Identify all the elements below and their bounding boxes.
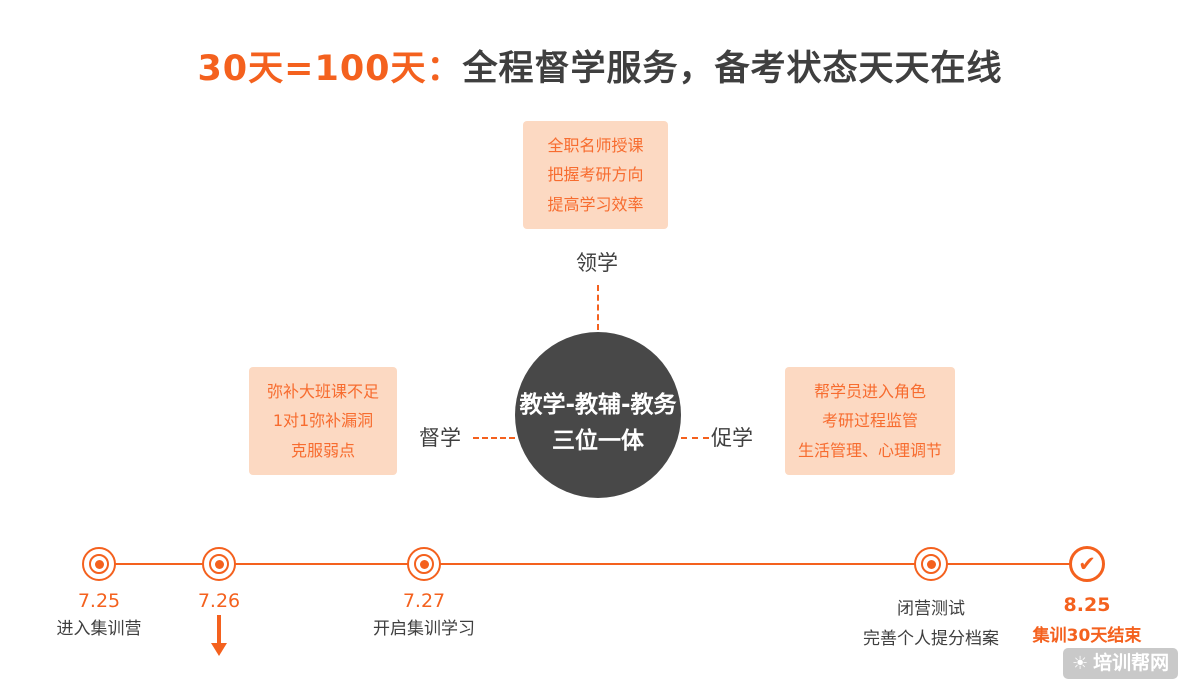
timeline-line [99, 563, 1087, 565]
timeline-node-bullseye [914, 547, 948, 581]
timeline-date: 8.25 [1063, 594, 1111, 616]
bullseye-dot [926, 559, 936, 569]
benefit-line: 1对1弥补漏洞 [272, 411, 374, 431]
timeline-node-bullseye [82, 547, 116, 581]
bullseye-dot [214, 559, 224, 569]
sun-face-icon: ☀ [1072, 652, 1089, 674]
timeline-date: 7.27 [402, 590, 446, 612]
timeline-date: 7.25 [77, 590, 121, 612]
branch-label-lingxue: 领学 [576, 251, 618, 275]
connector-left-dashed-line [473, 437, 515, 439]
center-circle-line1: 教学-教辅-教务 [519, 392, 677, 419]
arrow-shaft [217, 615, 221, 645]
benefit-line: 考研过程监管 [821, 411, 918, 431]
bullseye-ring [921, 554, 941, 574]
timeline-date: 7.26 [197, 590, 241, 612]
bullseye-dot [94, 559, 104, 569]
timeline-label: 闭营测试 [897, 599, 965, 619]
bullseye-dot [419, 559, 429, 569]
title-rest: 全程督学服务，备考状态天天在线 [462, 49, 1003, 89]
benefit-line: 克服弱点 [290, 440, 355, 460]
timeline-node-check-icon: ✔ [1069, 546, 1105, 582]
timeline-label: 集训30天结束 [1032, 626, 1142, 646]
timeline-node-bullseye [407, 547, 441, 581]
center-circle-line2: 三位一体 [552, 428, 644, 454]
page-title: 30天=100天：全程督学服务，备考状态天天在线 [0, 40, 1200, 91]
connector-top-dashed-line [597, 285, 599, 330]
bullseye-ring [89, 554, 109, 574]
watermark-text: 培训帮网 [1093, 652, 1170, 674]
benefit-line: 帮学员进入角色 [813, 381, 926, 401]
branch-label-duxue: 督学 [419, 426, 461, 450]
benefit-line: 生活管理、心理调节 [797, 440, 942, 460]
timeline-label: 完善个人提分档案 [863, 629, 999, 649]
center-circle: 教学-教辅-教务 三位一体 [515, 332, 681, 498]
benefit-line: 把握考研方向 [547, 165, 644, 185]
benefit-box-right: 帮学员进入角色 考研过程监管 生活管理、心理调节 [785, 367, 955, 475]
arrow-head [211, 643, 227, 656]
timeline-label: 开启集训学习 [373, 619, 475, 639]
check-glyph: ✔ [1078, 552, 1096, 576]
timeline-label: 进入集训营 [56, 619, 142, 639]
bullseye-ring [414, 554, 434, 574]
watermark-badge: ☀ 培训帮网 [1063, 648, 1179, 679]
timeline-node-bullseye [202, 547, 236, 581]
benefit-line: 提高学习效率 [547, 194, 644, 214]
title-highlight: 30天=100天： [197, 49, 463, 89]
benefit-box-left: 弥补大班课不足 1对1弥补漏洞 克服弱点 [249, 367, 397, 475]
benefit-box-top: 全职名师授课 把握考研方向 提高学习效率 [523, 121, 668, 229]
connector-right-dashed-line [681, 437, 709, 439]
benefit-line: 弥补大班课不足 [266, 381, 379, 401]
branch-label-cuxue: 促学 [711, 426, 753, 450]
benefit-line: 全职名师授课 [547, 135, 644, 155]
bullseye-ring [209, 554, 229, 574]
